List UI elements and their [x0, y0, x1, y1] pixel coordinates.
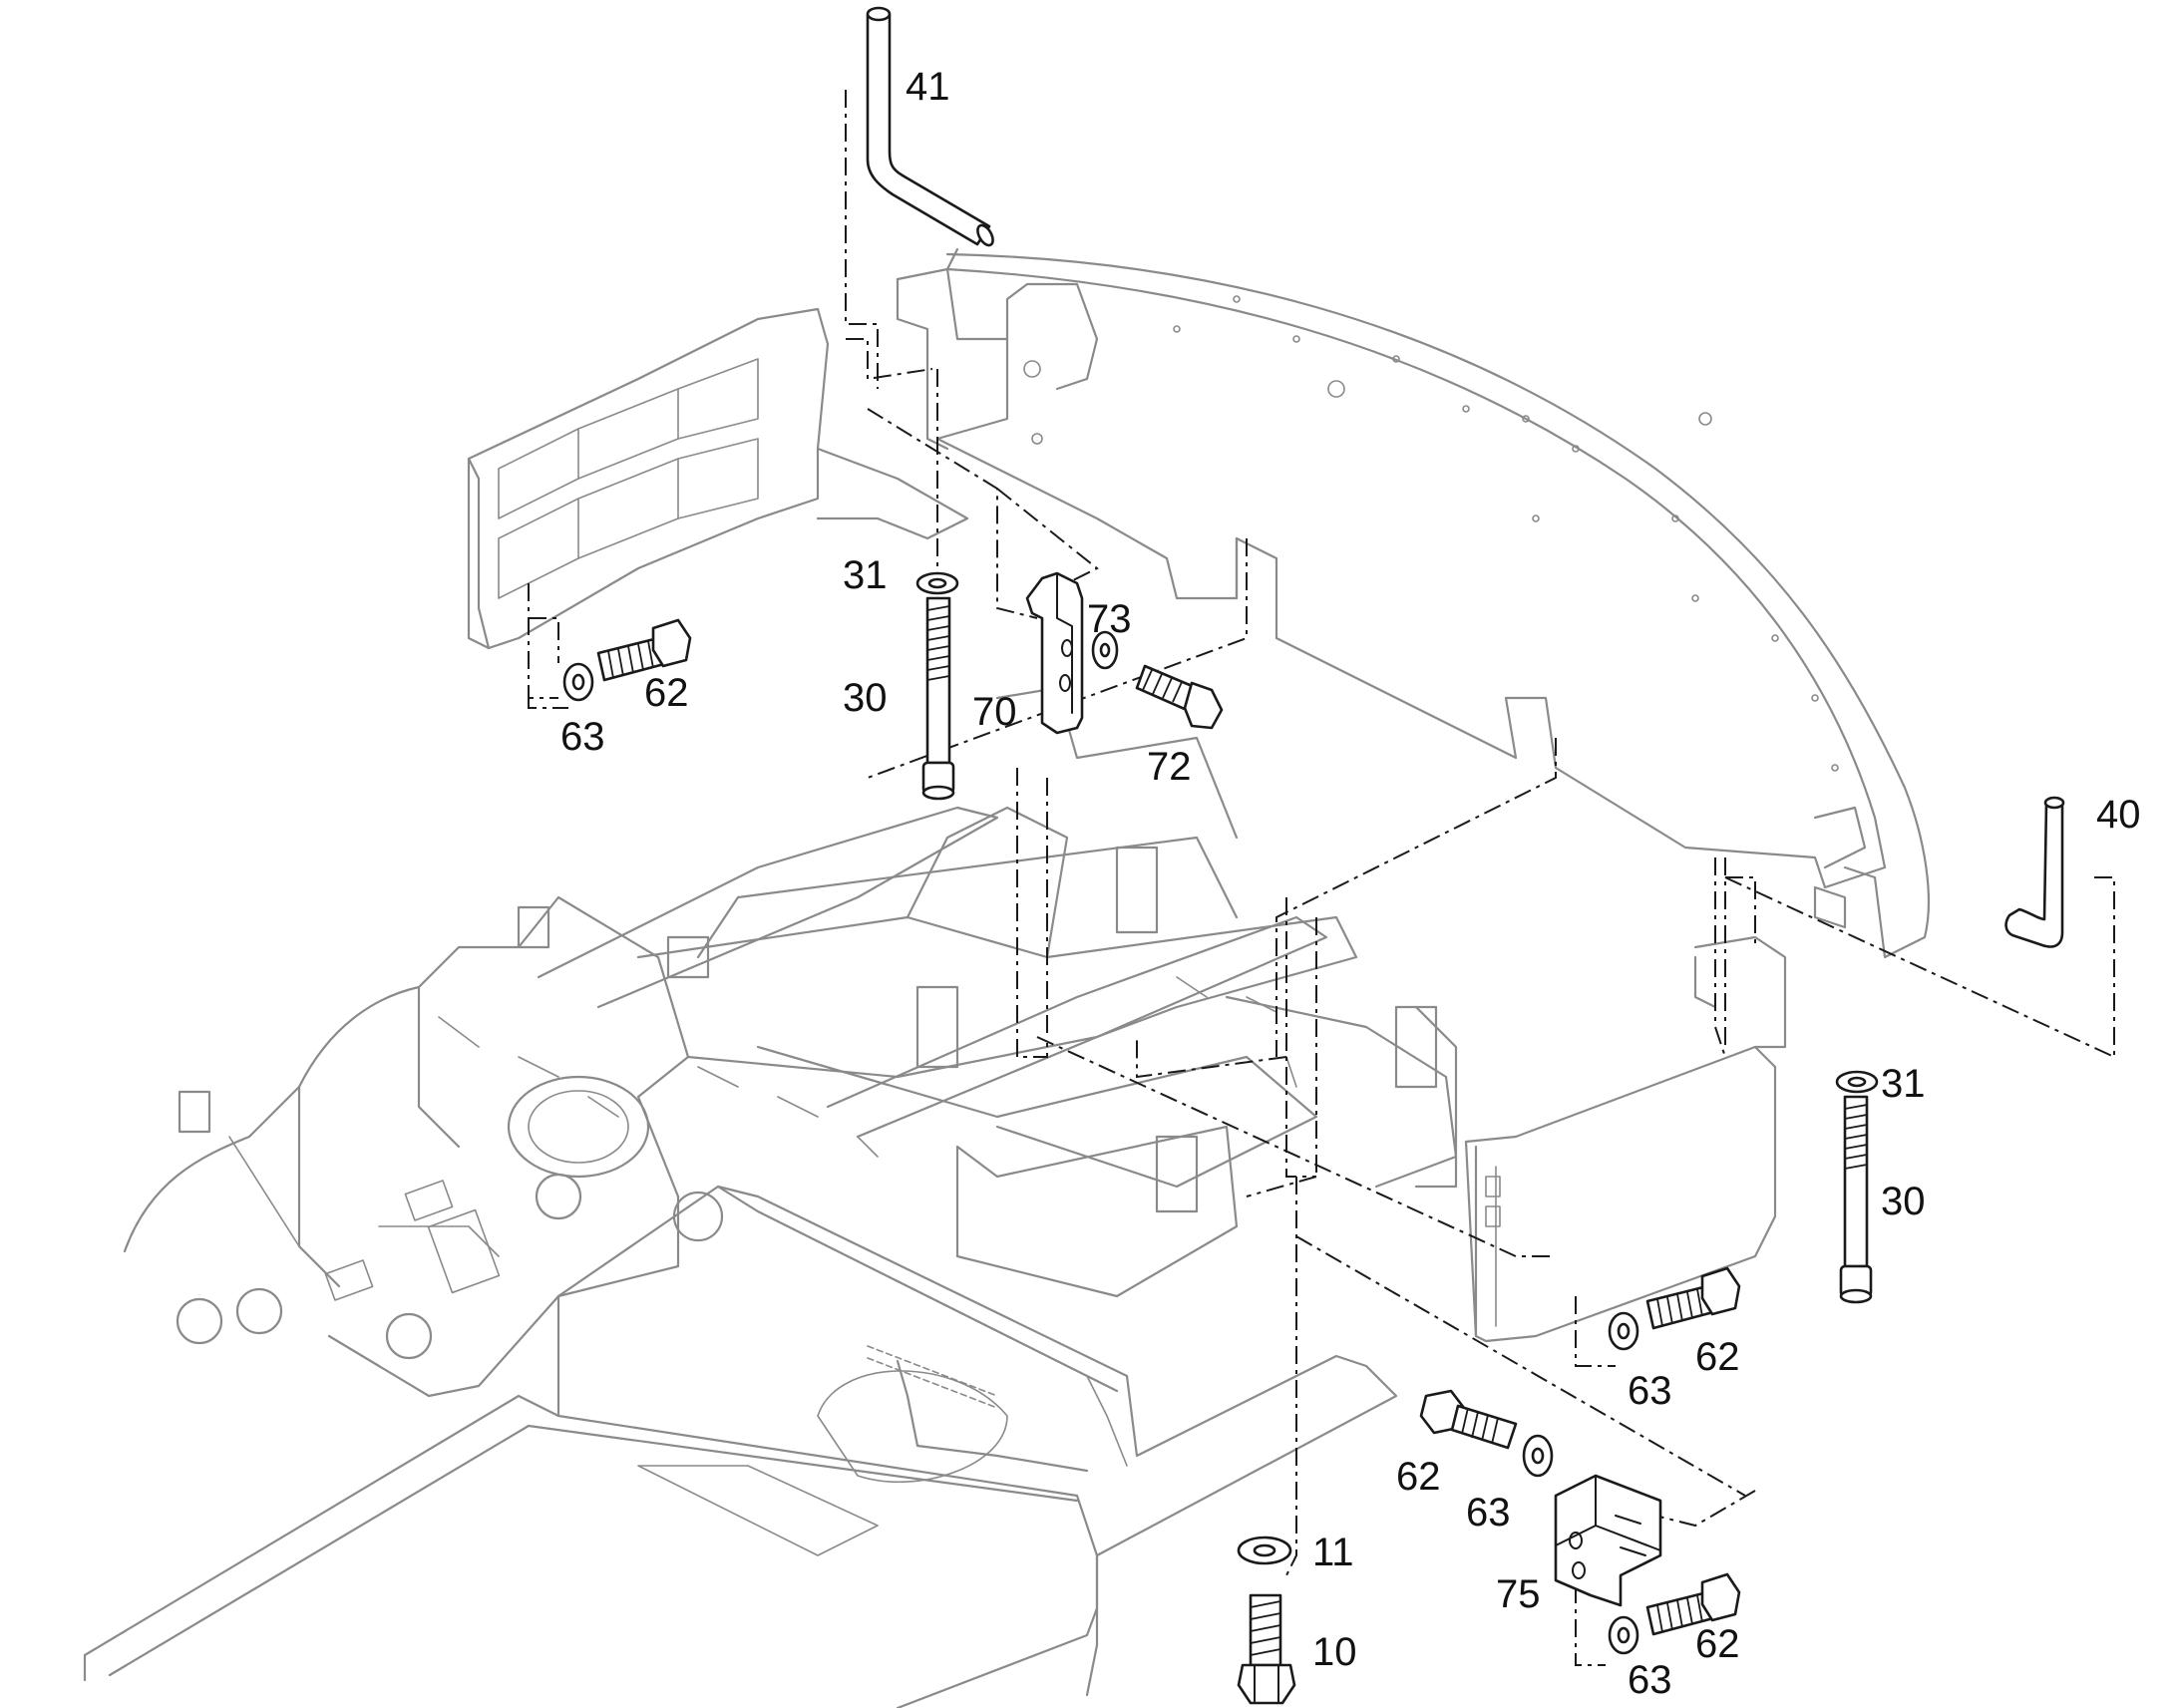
callout-75: 75 — [1496, 1572, 1541, 1616]
part-10-bolt — [1237, 1593, 1296, 1705]
callout-30-lower: 30 — [1881, 1180, 1926, 1223]
part-70-bracket — [1025, 571, 1084, 735]
part-30-bolt-upper — [921, 596, 955, 801]
callout-72: 72 — [1147, 745, 1192, 789]
part-41-hose — [866, 6, 994, 247]
callout-63-bottom-right: 63 — [1628, 1658, 1672, 1702]
part-73-washer — [1091, 630, 1119, 670]
callout-70: 70 — [972, 690, 1017, 734]
callout-62-lower-middle: 62 — [1396, 1455, 1441, 1499]
part-31-washer-lower — [1835, 1070, 1879, 1094]
part-62-bolt-d — [1645, 1572, 1741, 1636]
callout-62-upper-left: 62 — [644, 671, 689, 715]
part-62-bolt-b — [1645, 1266, 1741, 1330]
callout-62-mid-right: 62 — [1695, 1335, 1740, 1379]
upper-frame-structure — [83, 686, 1458, 1708]
callout-63-mid-right: 63 — [1628, 1369, 1672, 1413]
callout-41: 41 — [906, 65, 950, 109]
part-40-hose — [2004, 796, 2065, 948]
callout-63-upper-left: 63 — [560, 715, 605, 759]
part-63-washer-a — [562, 662, 594, 702]
part-62-bolt-c — [1419, 1389, 1518, 1450]
part-75-angle-bracket — [1554, 1474, 1662, 1607]
callout-labels: 41 31 30 63 62 70 73 72 40 31 30 62 63 6… — [560, 65, 2141, 1702]
callout-40: 40 — [2096, 793, 2141, 837]
assembly-centerlines — [528, 90, 2115, 1666]
callout-62-bottom-right: 62 — [1695, 1622, 1740, 1666]
part-63-washer-d — [1608, 1615, 1639, 1655]
part-72-bolt — [1135, 664, 1224, 730]
callout-31-lower: 31 — [1881, 1062, 1926, 1106]
callout-10: 10 — [1312, 1630, 1357, 1674]
part-30-bolt-lower — [1839, 1095, 1873, 1304]
callout-63-lower-middle: 63 — [1466, 1491, 1511, 1535]
part-31-washer-upper — [915, 571, 959, 595]
callout-30-upper: 30 — [843, 676, 888, 720]
counterweight — [467, 247, 1930, 1343]
callout-31-upper: 31 — [843, 553, 888, 597]
part-63-washer-b — [1608, 1311, 1639, 1351]
callout-11: 11 — [1312, 1531, 1354, 1574]
callout-73: 73 — [1087, 597, 1132, 641]
part-11-washer — [1237, 1536, 1292, 1565]
part-63-washer-c — [1522, 1434, 1554, 1478]
part-62-bolt-a — [596, 618, 692, 682]
